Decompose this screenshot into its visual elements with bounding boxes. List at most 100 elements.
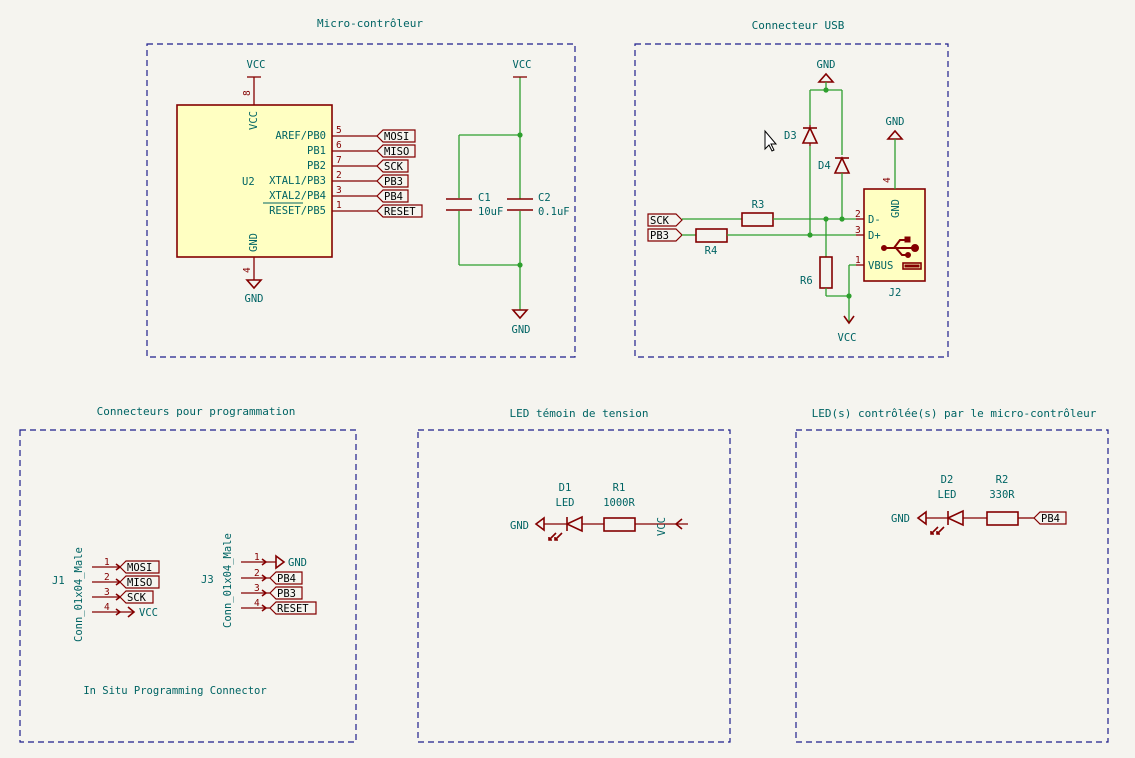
svg-text:2: 2 (336, 170, 342, 181)
j1-pin-1[interactable]: 1 MOSI (92, 557, 160, 574)
svg-text:VCC: VCC (838, 332, 857, 344)
svg-text:2: 2 (254, 568, 260, 579)
svg-text:GND: GND (248, 233, 260, 252)
mcu-pin-3[interactable]: XTAL1/PB3 2 PB3 (269, 170, 409, 188)
svg-text:D1: D1 (559, 482, 572, 494)
j3-pin-4[interactable]: 4 RESET (241, 598, 317, 615)
svg-text:GND: GND (288, 557, 307, 569)
net-label-pb4: PB4 (384, 191, 403, 203)
svg-text:R2: R2 (996, 474, 1009, 486)
svg-text:VCC: VCC (656, 517, 668, 536)
j3-pin-1[interactable]: 1 GND (241, 552, 307, 570)
svg-text:J3: J3 (201, 574, 214, 586)
sheet-title-led-mcu: LED(s) contrôlée(s) par le micro-contrôl… (812, 407, 1097, 420)
capacitor-c1[interactable]: C1 10uF (446, 192, 503, 218)
svg-text:2: 2 (855, 209, 861, 220)
j1-pin-2[interactable]: 2 MISO (92, 572, 160, 589)
resistor-r6[interactable]: R6 (800, 256, 833, 289)
svg-text:VCC: VCC (513, 59, 532, 71)
svg-text:4: 4 (242, 267, 253, 273)
net-label-usb-sck (647, 213, 683, 227)
resistor-r2[interactable]: R2 330R (986, 474, 1019, 526)
svg-text:AREF/PB0: AREF/PB0 (275, 130, 326, 142)
svg-text:MOSI: MOSI (127, 562, 152, 574)
gnd-symbol-caps (511, 309, 529, 320)
sheet-title-usb: Connecteur USB (752, 19, 845, 32)
svg-text:R4: R4 (705, 245, 718, 257)
sheet-title-prog: Connecteurs pour programmation (97, 405, 296, 418)
svg-text:GND: GND (817, 59, 836, 71)
j3-pin-2[interactable]: 2 PB4 (241, 568, 303, 585)
svg-text:R1: R1 (613, 482, 626, 494)
svg-text:Conn_01x04_Male: Conn_01x04_Male (222, 533, 234, 628)
svg-text:1: 1 (336, 200, 342, 211)
svg-text:3: 3 (336, 185, 342, 196)
svg-text:VCC: VCC (139, 607, 158, 619)
svg-text:GND: GND (512, 324, 531, 336)
mcu-ref: U2 (242, 176, 255, 188)
svg-text:D3: D3 (784, 130, 797, 142)
svg-text:3: 3 (104, 587, 110, 598)
svg-text:VCC: VCC (248, 111, 260, 130)
svg-text:5: 5 (336, 125, 342, 136)
mcu-pin-4[interactable]: XTAL2/PB4 3 PB4 (269, 185, 409, 203)
svg-text:4: 4 (104, 602, 110, 613)
svg-text:3: 3 (254, 583, 260, 594)
svg-text:3: 3 (855, 225, 861, 236)
usb-logo-icon (881, 236, 922, 270)
mcu-pin-0[interactable]: AREF/PB0 5 MOSI (275, 125, 416, 143)
j1-pin-4[interactable]: 4 VCC (92, 602, 158, 619)
svg-text:2: 2 (104, 572, 110, 583)
usb-connector-j2[interactable]: 2 3 1 D- D+ VBUS GND 4 J2 (855, 177, 926, 299)
led-d1[interactable]: D1 LED (548, 482, 583, 541)
svg-text:1: 1 (855, 255, 861, 266)
svg-text:SCK: SCK (650, 215, 670, 227)
svg-text:XTAL1/PB3: XTAL1/PB3 (269, 175, 326, 187)
svg-text:RESET/PB5: RESET/PB5 (269, 205, 326, 217)
sheet-led-power: LED témoin de tension GND D1 LED R1 1000… (417, 407, 731, 743)
sheet-title-led-power: LED témoin de tension (509, 407, 648, 420)
sheet-title-micro: Micro-contrôleur (317, 17, 423, 30)
mcu-pin-1[interactable]: PB1 6 MISO (307, 140, 416, 158)
svg-text:Conn_01x04_Male: Conn_01x04_Male (73, 547, 85, 642)
svg-text:7: 7 (336, 155, 342, 166)
connector-j1[interactable]: J1 Conn_01x04_Male (52, 547, 85, 642)
svg-text:330R: 330R (989, 489, 1015, 501)
diode-d4[interactable]: D4 (818, 156, 851, 174)
svg-text:VBUS: VBUS (868, 260, 893, 272)
svg-text:PB4: PB4 (277, 573, 296, 585)
mcu-pin-5[interactable]: RESET/PB5 1 RESET (263, 200, 423, 218)
svg-text:MISO: MISO (127, 577, 152, 589)
gnd-symbol-mcu (245, 279, 263, 290)
diode-d3[interactable]: D3 (784, 125, 819, 146)
svg-text:C2: C2 (538, 192, 551, 204)
mouse-cursor-icon (764, 129, 778, 152)
resistor-r1[interactable]: R1 1000R (603, 482, 636, 532)
mcu-pin-2[interactable]: PB2 7 SCK (307, 155, 409, 173)
svg-text:D4: D4 (818, 160, 831, 172)
svg-text:6: 6 (336, 140, 342, 151)
led-d2[interactable]: D2 LED (930, 474, 964, 535)
gnd-symbol-led2 (916, 510, 927, 526)
net-label-pb3: PB3 (384, 176, 403, 188)
net-label-miso: MISO (384, 146, 409, 158)
svg-text:GND: GND (891, 513, 910, 525)
sheet-usb: Connecteur USB GND D3 D4 SCK (634, 19, 949, 358)
sheet-border-usb (634, 43, 949, 358)
svg-text:PB3: PB3 (277, 588, 296, 600)
svg-text:0.1uF: 0.1uF (538, 206, 570, 218)
j3-pin-3[interactable]: 3 PB3 (241, 583, 303, 600)
svg-text:1: 1 (254, 552, 260, 563)
svg-text:D-: D- (868, 214, 881, 226)
capacitor-c2[interactable]: C2 0.1uF (507, 192, 570, 218)
sheet-border-led-mcu (795, 429, 1109, 743)
svg-text:LED: LED (556, 497, 575, 509)
resistor-r3[interactable]: R3 (741, 199, 774, 227)
net-label-reset: RESET (384, 206, 416, 218)
svg-text:4: 4 (882, 177, 893, 183)
svg-text:PB1: PB1 (307, 145, 326, 157)
j1-pin-3[interactable]: 3 SCK (92, 587, 154, 604)
connector-j3[interactable]: J3 Conn_01x04_Male (201, 533, 234, 628)
resistor-r4[interactable]: R4 (695, 228, 728, 257)
